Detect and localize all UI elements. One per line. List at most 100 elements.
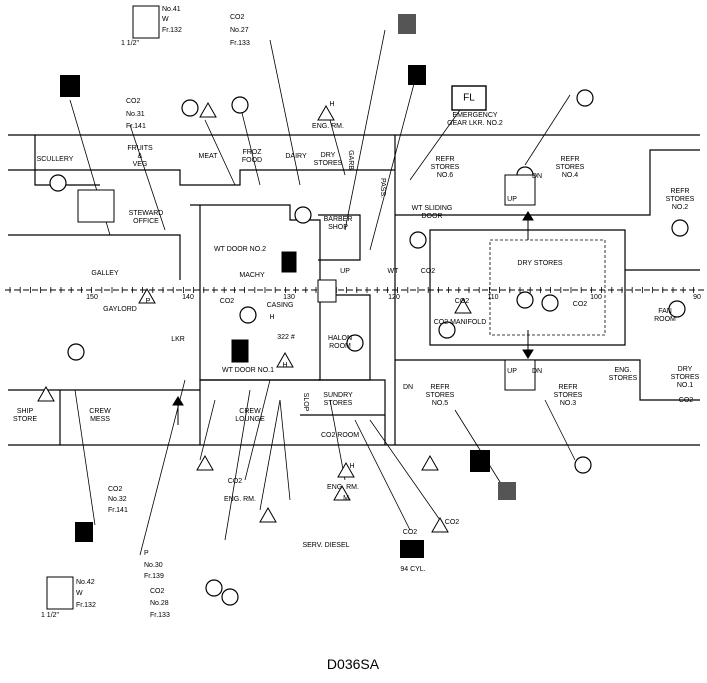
phone-circle-icon [239, 306, 257, 324]
room-casing: CASING [266, 302, 294, 309]
bot-co2-no: No.28 [150, 600, 169, 607]
serv-diesel: SERV. DIESEL [302, 542, 350, 549]
top-co2-no: No.27 [230, 27, 249, 34]
top-co2: CO2 [230, 14, 245, 21]
label-co2-small: CO2 [420, 268, 436, 275]
room-fruits-veg: FRUITS & VEG [127, 145, 153, 168]
room-dairy: DAIRY [285, 153, 307, 160]
manual-pull-icon [398, 14, 516, 500]
room-pass: PASS. [379, 177, 386, 199]
bot-reel-w: W [76, 590, 83, 597]
frame-100: 100 [590, 294, 602, 301]
room-crew-mess: CREW MESS [89, 408, 111, 423]
room-fan: FAN ROOM [654, 308, 676, 323]
label-weight: 322 # [277, 334, 295, 341]
room-garb: GARB [347, 150, 354, 170]
room-ship-store: SHIP STORE [13, 408, 37, 423]
sprinkler-icon [138, 287, 156, 304]
frame-140: 140 [182, 294, 194, 301]
label-wt-sliding-door: WT SLIDING DOOR [411, 205, 453, 220]
room-dry-stores-1: DRY STORES NO.1 [670, 366, 700, 389]
phone-circle-icon [221, 588, 239, 606]
room-slop: SLOP [302, 392, 309, 412]
label-co2-manifold: CO2 MANIFOLD [433, 319, 487, 326]
frame-120: 120 [388, 294, 400, 301]
phone-circle-icon [346, 334, 364, 352]
bot-reel-no: No.42 [76, 579, 95, 586]
sprinkler-icon [259, 506, 277, 523]
top-valve-size: 1 1/2" [120, 40, 140, 47]
sprinkler-icon [317, 104, 335, 121]
p-30: P [144, 550, 149, 557]
phone-circle-icon [516, 291, 534, 309]
p-30-fr: Fr.139 [144, 573, 164, 580]
co2-94b: CO2 [444, 519, 460, 526]
dry-stores-inner [489, 239, 606, 336]
phone-circle-icon [205, 579, 223, 597]
bot-co2: CO2 [150, 588, 165, 595]
room-refr-2: REFR STORES NO.2 [665, 188, 695, 211]
room-meat: MEAT [198, 153, 218, 160]
leader-lines [69, 29, 576, 556]
room-lkr: LKR [171, 336, 185, 343]
co2-32-no: No.32 [108, 496, 127, 503]
sprinkler-icon [37, 101, 472, 533]
phone-circle-icon [671, 219, 689, 237]
phone-circle-icon [438, 321, 456, 339]
room-galley: GALLEY [91, 270, 119, 277]
room-crew-lounge: CREW LOUNGE [235, 408, 265, 423]
frame-ticks [9, 287, 694, 293]
label-wt: WT [387, 268, 399, 275]
dry-stores-box [429, 229, 626, 346]
top-reel-fr: Fr.132 [162, 27, 182, 34]
room-co2: CO2 ROOM [320, 432, 360, 439]
sprinkler-icon [196, 454, 214, 471]
m-label: M [343, 495, 349, 502]
label-up-lower: UP [507, 368, 517, 375]
co2-31: CO2 [126, 98, 141, 105]
co2-94a: CO2 [402, 529, 418, 536]
room-refr-6: REFR STORES NO.6 [430, 156, 460, 179]
hose-reel-icon [46, 5, 160, 610]
co2-32-fr: Fr.141 [108, 507, 128, 514]
eng-rm-bottom2: ENG. RM. [327, 484, 359, 491]
frame-130: 130 [283, 294, 295, 301]
barber-shop-wall [318, 214, 361, 261]
watertight-door-icon [231, 251, 297, 363]
room-eng-stores: ENG. STORES [608, 367, 638, 382]
emergency-gear-label: EMERGENCY GEAR LKR. NO.2 [447, 112, 503, 127]
room-sundry: SUNDRY STORES [323, 392, 353, 407]
frame-150: 150 [86, 294, 98, 301]
co2-right: CO2 [572, 301, 588, 308]
label-wt-door-2: WT DOOR NO.2 [214, 246, 266, 253]
bot-valve-size: 1 1/2" [40, 612, 60, 619]
label-up-machy: UP [340, 268, 350, 275]
co2-manifold-icon: CO2 [454, 298, 470, 305]
sprinkler-icon [333, 484, 351, 501]
cyl-94: 94 CYL. [400, 566, 426, 573]
p-gaylord: P [145, 298, 151, 305]
co2-32: CO2 [108, 486, 123, 493]
phone-circle-icon [409, 231, 427, 249]
sprinkler-icon [276, 351, 294, 368]
sprinkler-icon [421, 454, 439, 471]
sprinkler-icon [37, 385, 55, 402]
phone-circle-icon [294, 206, 312, 224]
h-room: H [282, 362, 288, 369]
arrow-icon [172, 211, 534, 425]
co2-cylinder-bank-icon [400, 540, 424, 558]
co2-casing: CO2 [219, 298, 235, 305]
p-30-no: No.30 [144, 562, 163, 569]
top-co2-fr: Fr.133 [230, 40, 250, 47]
room-gaylord: GAYLORD [103, 306, 137, 313]
room-steward-office: STEWARD OFFICE [128, 210, 164, 225]
room-refr-4: REFR STORES NO.4 [555, 156, 585, 179]
room-halon: HALON ROOM [327, 335, 353, 350]
upper-compartment-line [8, 169, 395, 186]
co2-eng: CO2 [227, 478, 243, 485]
lower-compartment-line [8, 379, 320, 391]
bot-co2-fr: Fr.133 [150, 612, 170, 619]
eng-rm-top: ENG. RM. [312, 123, 344, 130]
fire-alarm-icon [60, 65, 490, 542]
